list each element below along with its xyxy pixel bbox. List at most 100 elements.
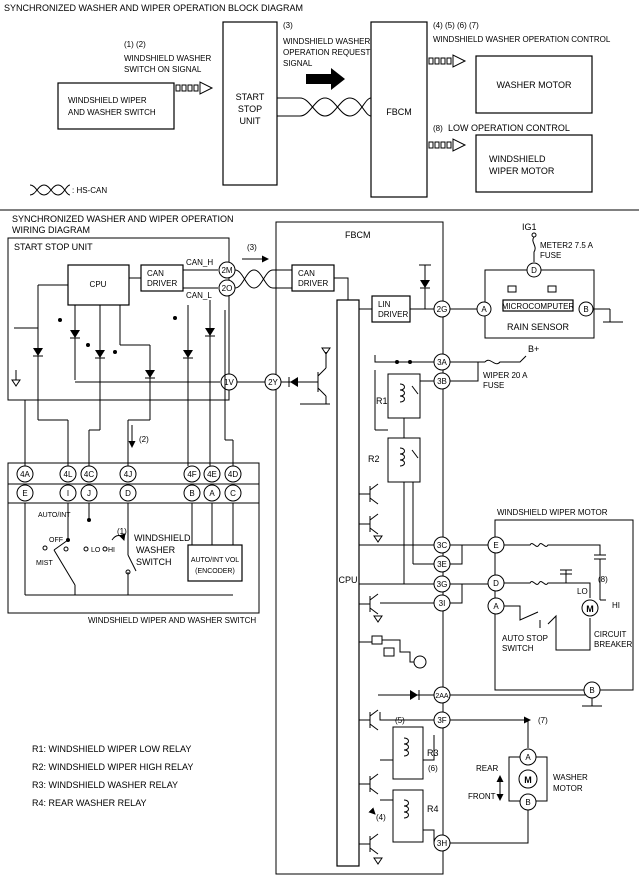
washer-motor-pin-B-label: B — [525, 798, 530, 807]
rain-sensor-pin-A-label: A — [481, 305, 487, 314]
lin-driver-label-2: DRIVER — [378, 310, 408, 319]
encoder-label-2: (ENCODER) — [195, 568, 235, 575]
switch-top-pin-label: 4A — [20, 470, 30, 479]
switch-bottom-pin — [119, 484, 137, 502]
wiper-motor-pin-E-label: E — [493, 541, 498, 550]
legend-r1: R1: WINDSHIELD WIPER LOW RELAY — [32, 744, 191, 754]
block-diagram-title: SYNCHRONIZED WASHER AND WIPER OPERATION … — [4, 3, 303, 13]
washer-switch-label-3: SWITCH — [136, 557, 172, 567]
step-label-8-wiring: (8) — [598, 575, 608, 584]
washer-motor-label-1: WASHER — [553, 773, 588, 782]
connector-2AA-label: 2AA — [435, 693, 449, 700]
relay-r2-label: R2 — [368, 454, 380, 464]
connector-2G-label: 2G — [437, 305, 448, 314]
wiper-motor-label-1: WINDSHIELD — [489, 154, 546, 164]
wiper-motor-pin-A-label: A — [493, 602, 499, 611]
washer-motor-block — [475, 55, 593, 114]
request-label-1: WINDSHIELD WASHER — [283, 37, 370, 46]
switch-top-pin-label: 4D — [228, 470, 238, 479]
lin-driver-label-1: LIN — [378, 300, 391, 309]
fbcm-block-label: FBCM — [386, 107, 412, 117]
connector-3F-label: 3F — [437, 716, 446, 725]
switch-signal-label-2: SWITCH ON SIGNAL — [124, 65, 202, 74]
can-twisted-pair — [234, 269, 292, 289]
wiper-motor-title: WINDSHIELD WIPER MOTOR — [497, 508, 608, 517]
breaker-label-1: CIRCUIT — [594, 630, 627, 639]
step-label-3-wiring: (3) — [247, 243, 257, 252]
switch-top-pin-label: 4L — [64, 470, 73, 479]
ssu-can-driver-label-1: CAN — [147, 269, 164, 278]
switch-top-pin-label: 4F — [187, 470, 196, 479]
hollow-arrow-icon — [428, 138, 467, 152]
rear-label: REAR — [476, 764, 498, 773]
relay-r3 — [392, 726, 424, 780]
switch-top-pin-label: 4C — [84, 470, 94, 479]
rain-sensor-pin-D-label: D — [531, 266, 537, 275]
relay-r4-label: R4 — [427, 804, 439, 814]
washer-motor-symbol-icon — [518, 769, 538, 789]
fbcm-block — [370, 21, 428, 198]
step-label-7: (7) — [538, 716, 548, 725]
wiper-motor-symbol-label: M — [586, 604, 594, 614]
wiper-motor-block — [475, 134, 593, 193]
washer-motor-label: WASHER MOTOR — [496, 80, 572, 90]
relay-r2 — [387, 437, 421, 483]
legend-r3: R3: WINDSHIELD WASHER RELAY — [32, 780, 178, 790]
washer-motor-pin-A-label: A — [525, 753, 531, 762]
ssu-can-driver-label-2: DRIVER — [147, 279, 177, 288]
fbcm-can-driver — [291, 264, 335, 292]
step-label-3: (3) — [283, 21, 293, 30]
hollow-arrow-icon — [428, 54, 467, 68]
lin-driver — [371, 295, 411, 323]
request-arrow-icon — [306, 68, 345, 90]
switch-bottom-pin-label: D — [125, 489, 131, 498]
lo-label: LO — [91, 547, 101, 554]
step-label-1: (1) — [117, 527, 127, 536]
connector-3E-label: 3E — [437, 560, 447, 569]
meter-fuse-label-1: METER2 7.5 A — [540, 241, 594, 250]
step-label-8: (8) — [433, 124, 443, 133]
switch-caption: WINDSHIELD WIPER AND WASHER SWITCH — [88, 616, 256, 625]
encoder-label-1: AUTO/INT VOL — [191, 557, 239, 564]
breaker-label-2: BREAKER — [594, 640, 632, 649]
wiper-motor-pin-D-label: D — [493, 579, 499, 588]
ssu-label-2: STOP — [238, 104, 262, 114]
switch-signal-label-1: WINDSHIELD WASHER — [124, 54, 211, 63]
motor-lo-label: LO — [577, 587, 588, 596]
switch-bottom-pin-label: B — [189, 489, 194, 498]
relay-r1 — [387, 373, 421, 419]
ground-icon — [603, 309, 623, 323]
ig1-label: IG1 — [522, 222, 537, 232]
switch-internal-circuit — [24, 503, 234, 596]
wiper-fuse-label-1: WIPER 20 A — [483, 371, 528, 380]
encoder-box — [187, 544, 243, 582]
can-l-label: CAN_L — [186, 291, 212, 300]
switch-bottom-pin — [59, 484, 77, 502]
switch-top-pin-label: 4J — [124, 470, 132, 479]
ssu-cpu-label: CPU — [90, 280, 107, 289]
switch-bottom-pin — [16, 484, 34, 502]
wiper-motor-pin-B-label: B — [589, 686, 594, 695]
connector-2O-label: 2O — [222, 284, 233, 293]
washer-switch-label-1: WINDSHIELD — [134, 533, 191, 543]
fbcm-ground-diode — [419, 264, 431, 309]
auto-stop-label-2: SWITCH — [502, 644, 534, 653]
hs-can-twisted-pair — [277, 97, 372, 117]
ssu-title: START STOP UNIT — [14, 242, 93, 252]
legend-r2: R2: WINDSHIELD WIPER HIGH RELAY — [32, 762, 193, 772]
wiper-washer-switch-block — [57, 82, 175, 130]
hi-label: HI — [108, 547, 115, 554]
fbcm-cpu-label: CPU — [338, 575, 357, 585]
step-label-1-2: (1) (2) — [124, 40, 146, 49]
start-stop-unit-box — [7, 237, 230, 401]
step-label-4-7: (4) (5) (6) (7) — [433, 21, 479, 30]
washer-motor-symbol-label: M — [524, 775, 532, 785]
can-h-label: CAN_H — [186, 258, 213, 267]
switch-top-pin — [183, 465, 201, 483]
wiper-fuse-label-2: FUSE — [483, 381, 504, 390]
rain-sensor-label: RAIN SENSOR — [507, 322, 570, 332]
connector-3A-label: 3A — [437, 358, 447, 367]
meter-fuse-label-2: FUSE — [540, 251, 561, 260]
